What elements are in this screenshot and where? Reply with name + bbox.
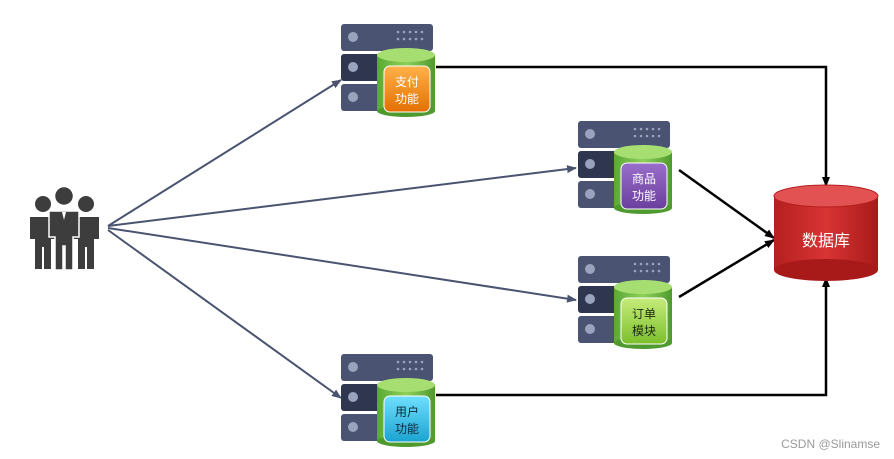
user-connectors bbox=[107, 79, 577, 399]
server-label-line1: 订单 bbox=[632, 307, 656, 321]
server-user: 用户 功能 bbox=[341, 354, 435, 447]
connector-pay-db bbox=[436, 65, 830, 187]
connector-users-order bbox=[107, 227, 577, 303]
connector-users-user bbox=[107, 229, 342, 399]
watermark: CSDN @Slinamse bbox=[781, 437, 880, 451]
connector-users-goods bbox=[107, 165, 577, 227]
label-tile bbox=[620, 297, 668, 345]
database-label: 数据库 bbox=[802, 231, 850, 250]
server-label-line1: 支付 bbox=[395, 75, 419, 89]
server-label-line1: 商品 bbox=[632, 171, 656, 186]
server-pay: 支付 功能 bbox=[341, 24, 435, 117]
database-body bbox=[774, 196, 878, 270]
database-top bbox=[773, 184, 879, 208]
label-tile bbox=[383, 65, 431, 113]
database-bottom bbox=[774, 259, 878, 281]
database: 数据库 bbox=[773, 184, 879, 281]
server-label-line2: 功能 bbox=[395, 92, 419, 106]
label-tile bbox=[620, 162, 668, 210]
db-connectors bbox=[436, 65, 830, 397]
users-group-icon bbox=[30, 185, 99, 271]
server-label-line2: 功能 bbox=[632, 189, 656, 203]
connector-order-db bbox=[678, 238, 775, 299]
connector-goods-db bbox=[678, 168, 775, 240]
server-goods: 商品 功能 bbox=[578, 121, 672, 214]
label-tile bbox=[383, 395, 431, 443]
server-order: 订单 模块 bbox=[578, 256, 672, 349]
connector-users-pay bbox=[107, 79, 342, 227]
server-label-line1: 用户 bbox=[395, 404, 419, 419]
server-label-line2: 功能 bbox=[395, 422, 419, 436]
server-label-line2: 模块 bbox=[632, 324, 656, 338]
connector-user-db bbox=[436, 277, 830, 397]
